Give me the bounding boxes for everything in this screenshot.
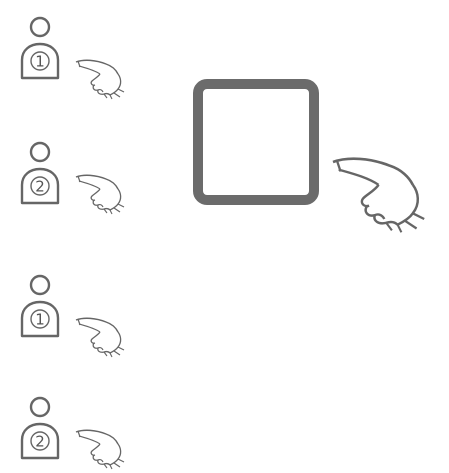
pointing-hand-icon (76, 175, 124, 214)
pointing-hand-icon (333, 159, 424, 233)
user-icon: 2 (22, 143, 58, 203)
user-number: 2 (35, 433, 45, 451)
user-icon: 1 (22, 18, 58, 78)
user-1-group: 1 (22, 18, 124, 99)
pointing-hand-icon (76, 60, 124, 99)
user-number: 1 (35, 311, 45, 329)
user-icon: 1 (22, 276, 58, 336)
pointing-hand-icon (76, 318, 124, 357)
user-icon: 2 (22, 398, 58, 458)
user-2-group: 2 (22, 143, 124, 214)
user-number: 1 (35, 53, 45, 71)
user-number: 2 (35, 178, 45, 196)
user-3-group: 1 (22, 276, 124, 357)
pointing-hand-icon (76, 430, 124, 469)
user-4-group: 2 (22, 398, 124, 469)
square-button-icon (198, 84, 314, 200)
